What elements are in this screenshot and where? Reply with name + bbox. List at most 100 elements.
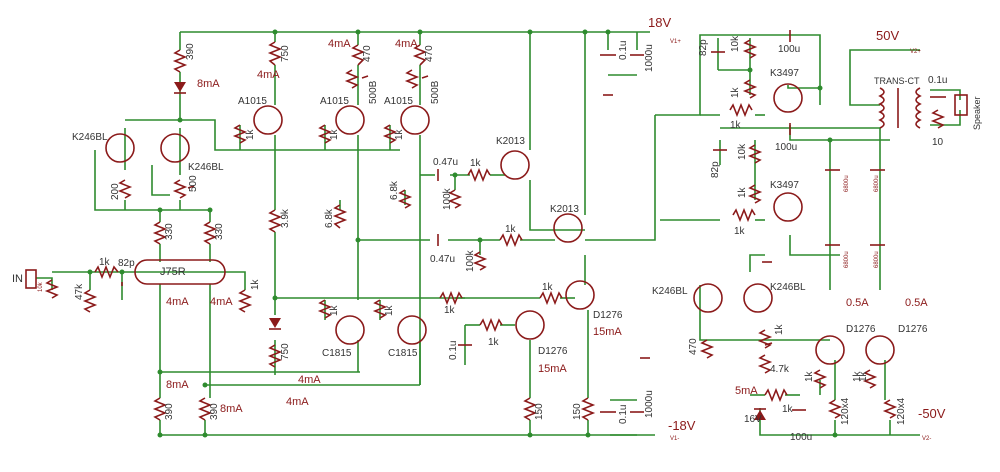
label-q-j75r: J75R xyxy=(160,266,186,278)
label-r1k-d3: 1k xyxy=(488,337,500,348)
label-q-k246-l2: K246BL xyxy=(188,162,224,173)
label-q-a1015-b: A1015 xyxy=(320,96,349,107)
junctions xyxy=(87,29,838,438)
label-r330-a: 330 xyxy=(164,223,175,240)
label-i-05a-a: 0.5A xyxy=(846,297,869,309)
net-v1m: V1- xyxy=(670,436,679,442)
label-i-4ma-a: 4mA xyxy=(166,296,189,308)
label-r1k-j75: 1k xyxy=(250,278,261,290)
label-q-d1276-c: D1276 xyxy=(846,324,876,335)
label-r750-bot: 750 xyxy=(280,343,291,360)
rail-neg18v: -18V xyxy=(668,418,696,433)
rail-18v: 18V xyxy=(648,15,671,30)
label-q-c1815-a: C1815 xyxy=(322,348,352,359)
label-r120x4-b: 120x4 xyxy=(896,397,907,425)
label-q-c1815-b: C1815 xyxy=(388,348,418,359)
label-r1k-d1: 1k xyxy=(444,305,456,316)
label-r120x4-a: 120x4 xyxy=(840,397,851,425)
label-pot500: 500 xyxy=(188,175,199,192)
label-q-a1015-c: A1015 xyxy=(384,96,413,107)
label-q-d1276-b: D1276 xyxy=(538,346,568,357)
label-c100u-a: 100u xyxy=(778,44,800,55)
label-r1k-f1: 1k xyxy=(730,86,741,98)
label-r4k7: 4.7k xyxy=(770,364,790,375)
label-r1k-in: 1k xyxy=(99,257,111,268)
label-spk: Speaker xyxy=(972,96,982,130)
label-i-8ma-a: 8mA xyxy=(197,78,220,90)
label-r1k-k2: 1k xyxy=(505,224,517,235)
net-v1p: V1+ xyxy=(670,39,681,45)
label-r470-b: 470 xyxy=(424,45,435,62)
label-pot500b-b: 500B xyxy=(430,80,441,104)
label-q-a1015-a: A1015 xyxy=(238,96,267,107)
label-c1000u-bot: 1000u xyxy=(644,390,655,418)
rail-50v: 50V xyxy=(876,28,899,43)
label-trans: TRANS-CT xyxy=(874,76,920,86)
label-q-k2013-b: K2013 xyxy=(550,204,579,215)
label-i-4ma-e: 4mA xyxy=(286,396,309,408)
label-r100k-a: 100k xyxy=(442,187,453,210)
label-z16v: 16V xyxy=(744,414,762,425)
label-c047-a: 0.47u xyxy=(433,157,458,168)
label-r1k-k1: 1k xyxy=(470,158,482,169)
label-r1k-d2: 1k xyxy=(542,282,554,293)
label-r6k8-b: 6.8k xyxy=(389,180,400,200)
label-c01u-a: 0.1u xyxy=(448,341,459,360)
label-r470-c: 470 xyxy=(688,338,699,355)
label-r1k-a3: 1k xyxy=(394,128,405,140)
label-i-4ma-b: 4mA xyxy=(210,296,233,308)
label-r10k-b: 10k xyxy=(737,143,748,160)
label-r3k9: 3.9k xyxy=(280,208,291,228)
label-i-4ma-d: 4mA xyxy=(298,374,321,386)
label-r390-top: 390 xyxy=(185,43,196,60)
label-i-15ma-b: 15mA xyxy=(538,363,567,375)
label-r1k-f4: 1k xyxy=(734,226,746,237)
label-i-8ma-c: 8mA xyxy=(220,403,243,415)
label-r6k8-a: 6.8k xyxy=(324,208,335,228)
label-in-label: IN xyxy=(12,273,23,285)
label-q-d1276-a: D1276 xyxy=(593,310,623,321)
label-r1k-h1: 1k xyxy=(852,370,863,382)
label-r10-spk: 10 xyxy=(932,137,944,148)
label-q-k246-l1: K246BL xyxy=(72,132,108,143)
label-r150-a: 150 xyxy=(534,403,545,420)
label-q-d1276-d: D1276 xyxy=(898,324,928,335)
label-c6800-b: 6800u xyxy=(874,175,880,192)
net-v2p: V2+ xyxy=(910,49,921,55)
label-c100u-b: 100u xyxy=(775,142,797,153)
label-q-k2013-a: K2013 xyxy=(496,136,525,147)
label-c82p-a: 82p xyxy=(698,39,709,56)
label-i-4ma-g: 4mA xyxy=(395,38,418,50)
label-q-k246-r2: K246BL xyxy=(770,282,806,293)
label-c047-b: 0.47u xyxy=(430,254,455,265)
label-r390-b: 390 xyxy=(209,403,220,420)
label-c01u-spk: 0.1u xyxy=(928,75,947,86)
net-v2m: V2- xyxy=(922,436,931,442)
label-i-4ma-c: 4mA xyxy=(257,69,280,81)
label-r10k-a: 10k xyxy=(730,35,741,52)
label-r1k-g3: 1k xyxy=(782,404,794,415)
label-r330-b: 330 xyxy=(214,223,225,240)
label-r750-top: 750 xyxy=(280,45,291,62)
label-r1k-f3: 1k xyxy=(737,186,748,198)
label-c82p-b: 82p xyxy=(710,161,721,178)
label-r470-a: 470 xyxy=(362,45,373,62)
label-i-4ma-f: 4mA xyxy=(328,38,351,50)
label-r1k-c2: 1k xyxy=(384,304,395,316)
label-c01u-top: 0.1u xyxy=(618,41,629,60)
rail-neg50v: -50V xyxy=(918,406,946,421)
label-pot500b-a: 500B xyxy=(368,80,379,104)
label-c82p-in: 82p xyxy=(118,258,135,269)
label-r1k-c1: 1k xyxy=(329,304,340,316)
label-i-8ma-b: 8mA xyxy=(166,379,189,391)
label-c1000u-top: 1000u xyxy=(644,44,655,72)
components xyxy=(25,30,968,421)
label-r1k-a1: 1k xyxy=(245,128,256,140)
label-r1k-h2: 1k xyxy=(858,370,869,382)
label-r200: 200 xyxy=(110,183,121,200)
label-r390-a: 390 xyxy=(164,403,175,420)
label-r1k-g2: 1k xyxy=(804,370,815,382)
label-r150-b: 150 xyxy=(572,403,583,420)
